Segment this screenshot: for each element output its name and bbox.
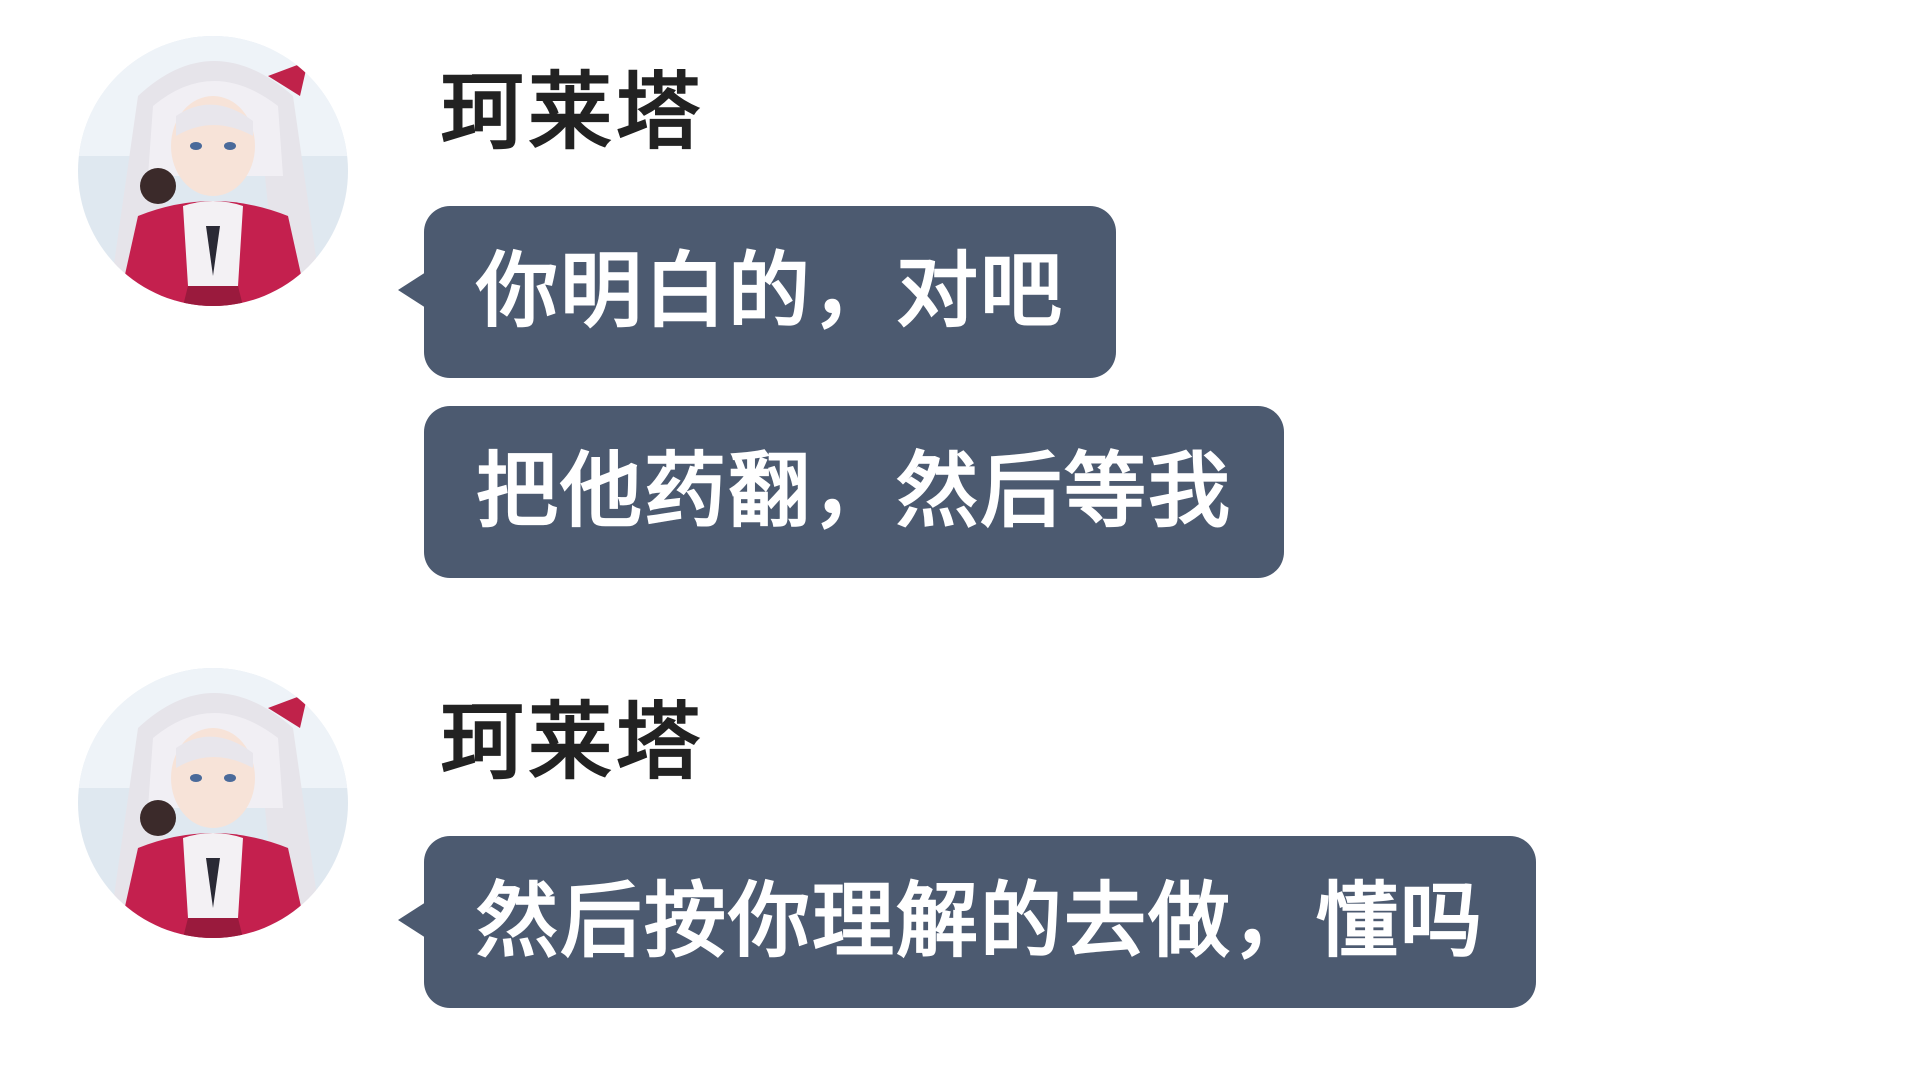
message-bubble[interactable]: 你明白的，对吧	[397, 206, 1117, 378]
avatar-image	[78, 668, 348, 938]
character-avatar-icon[interactable]	[78, 36, 348, 306]
character-avatar-icon[interactable]	[78, 668, 348, 938]
message-bubble[interactable]: 然后按你理解的去做，懂吗	[397, 836, 1537, 1008]
sender-name: 珂莱塔	[440, 63, 705, 161]
avatar-image	[78, 36, 348, 306]
sender-name: 珂莱塔	[440, 693, 705, 791]
message-bubble[interactable]: 把他药翻，然后等我	[424, 406, 1285, 578]
